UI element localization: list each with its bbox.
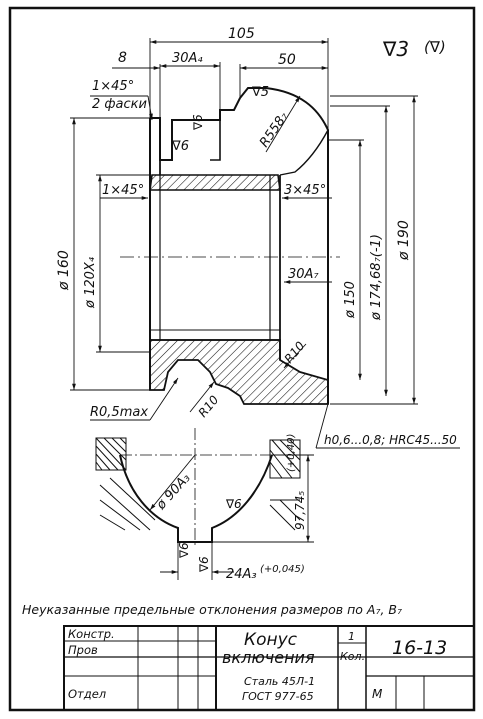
- dim-length-30a4: 30A₄: [172, 51, 203, 66]
- quantity-value: 1: [348, 630, 355, 643]
- chamfer-1x45-inner: 1×45°: [102, 183, 144, 198]
- hub-hatched-upper: [149, 174, 281, 191]
- dia-174: ø 174,68₇(-1): [369, 234, 384, 321]
- dia-190: ø 190: [396, 220, 412, 261]
- konstr-label: Констр.: [68, 627, 115, 641]
- title-block: [63, 625, 475, 711]
- dimension-lines: [70, 38, 460, 449]
- material-line1: Сталь 45Л-1: [244, 675, 315, 688]
- title-block-texts: Констр. Пров Отдел Конус включения 1 Кол…: [68, 627, 447, 703]
- roughness-6b: ∇6: [171, 139, 189, 154]
- dia-90a3: ø 90A₃: [153, 471, 193, 514]
- body-hatched-lower: [149, 339, 329, 405]
- detail-groove-view: [95, 428, 314, 580]
- dim-97-74-tolerance: (+0,40): [286, 434, 297, 472]
- radius-558: R558₇: [257, 109, 292, 150]
- dia-150: ø 150: [343, 281, 358, 319]
- scale-letter: М: [372, 687, 383, 701]
- roughness-paren: (∇): [424, 38, 446, 56]
- chamfer-3x45: 3×45°: [284, 183, 326, 198]
- part-name-line2: включения: [222, 648, 315, 667]
- roughness-6c: ∇6: [225, 497, 242, 511]
- prov-label: Пров: [68, 643, 98, 657]
- dim-30a7: 30A₇: [288, 267, 319, 282]
- roughness-general: ∇3: [382, 37, 409, 61]
- tolerance-note: Неуказанные предельные отклонения размер…: [22, 602, 402, 617]
- roughness-5: ∇5: [251, 85, 269, 100]
- part-outline: [150, 87, 329, 404]
- roughness-6d: ∇6: [177, 542, 191, 559]
- part-section-view: [120, 87, 340, 405]
- dim-overall-length: 105: [228, 26, 255, 42]
- chamfer-1x45: 1×45°: [92, 79, 134, 94]
- dimension-texts: ∇3 (∇) 105 8 30A₄ 50 1×45° 2 фаски ∇6 ∇6…: [22, 26, 457, 617]
- quantity-label: Кол.: [340, 650, 365, 663]
- dim-24a3: 24A₃: [226, 567, 257, 582]
- radius-05max: R0,5max: [90, 405, 148, 420]
- otdel-label: Отдел: [68, 687, 107, 701]
- material-line2: ГОСТ 977-65: [242, 690, 314, 703]
- dim-97-74: 97,74₅: [293, 491, 307, 530]
- groove-profile: [119, 454, 273, 543]
- radius-r10-b: R10: [196, 393, 222, 420]
- dia-160: ø 160: [56, 250, 72, 291]
- roughness-6a: ∇6: [191, 114, 205, 131]
- part-name-line1: Конус: [244, 630, 298, 650]
- roughness-6e: ∇6: [197, 556, 211, 573]
- dim-length-8: 8: [118, 50, 127, 66]
- dim-length-50: 50: [278, 52, 296, 68]
- hardening-note: h0,6...0,8; HRC45...50: [324, 433, 457, 447]
- chamfer-2-faces: 2 фаски: [92, 97, 147, 112]
- dia-120x4: ø 120X₄: [83, 256, 98, 309]
- drawing-number: 16-13: [392, 637, 447, 659]
- dim-24a3-tolerance: (+0,045): [260, 564, 305, 575]
- radius-r10-a: R10: [282, 339, 308, 366]
